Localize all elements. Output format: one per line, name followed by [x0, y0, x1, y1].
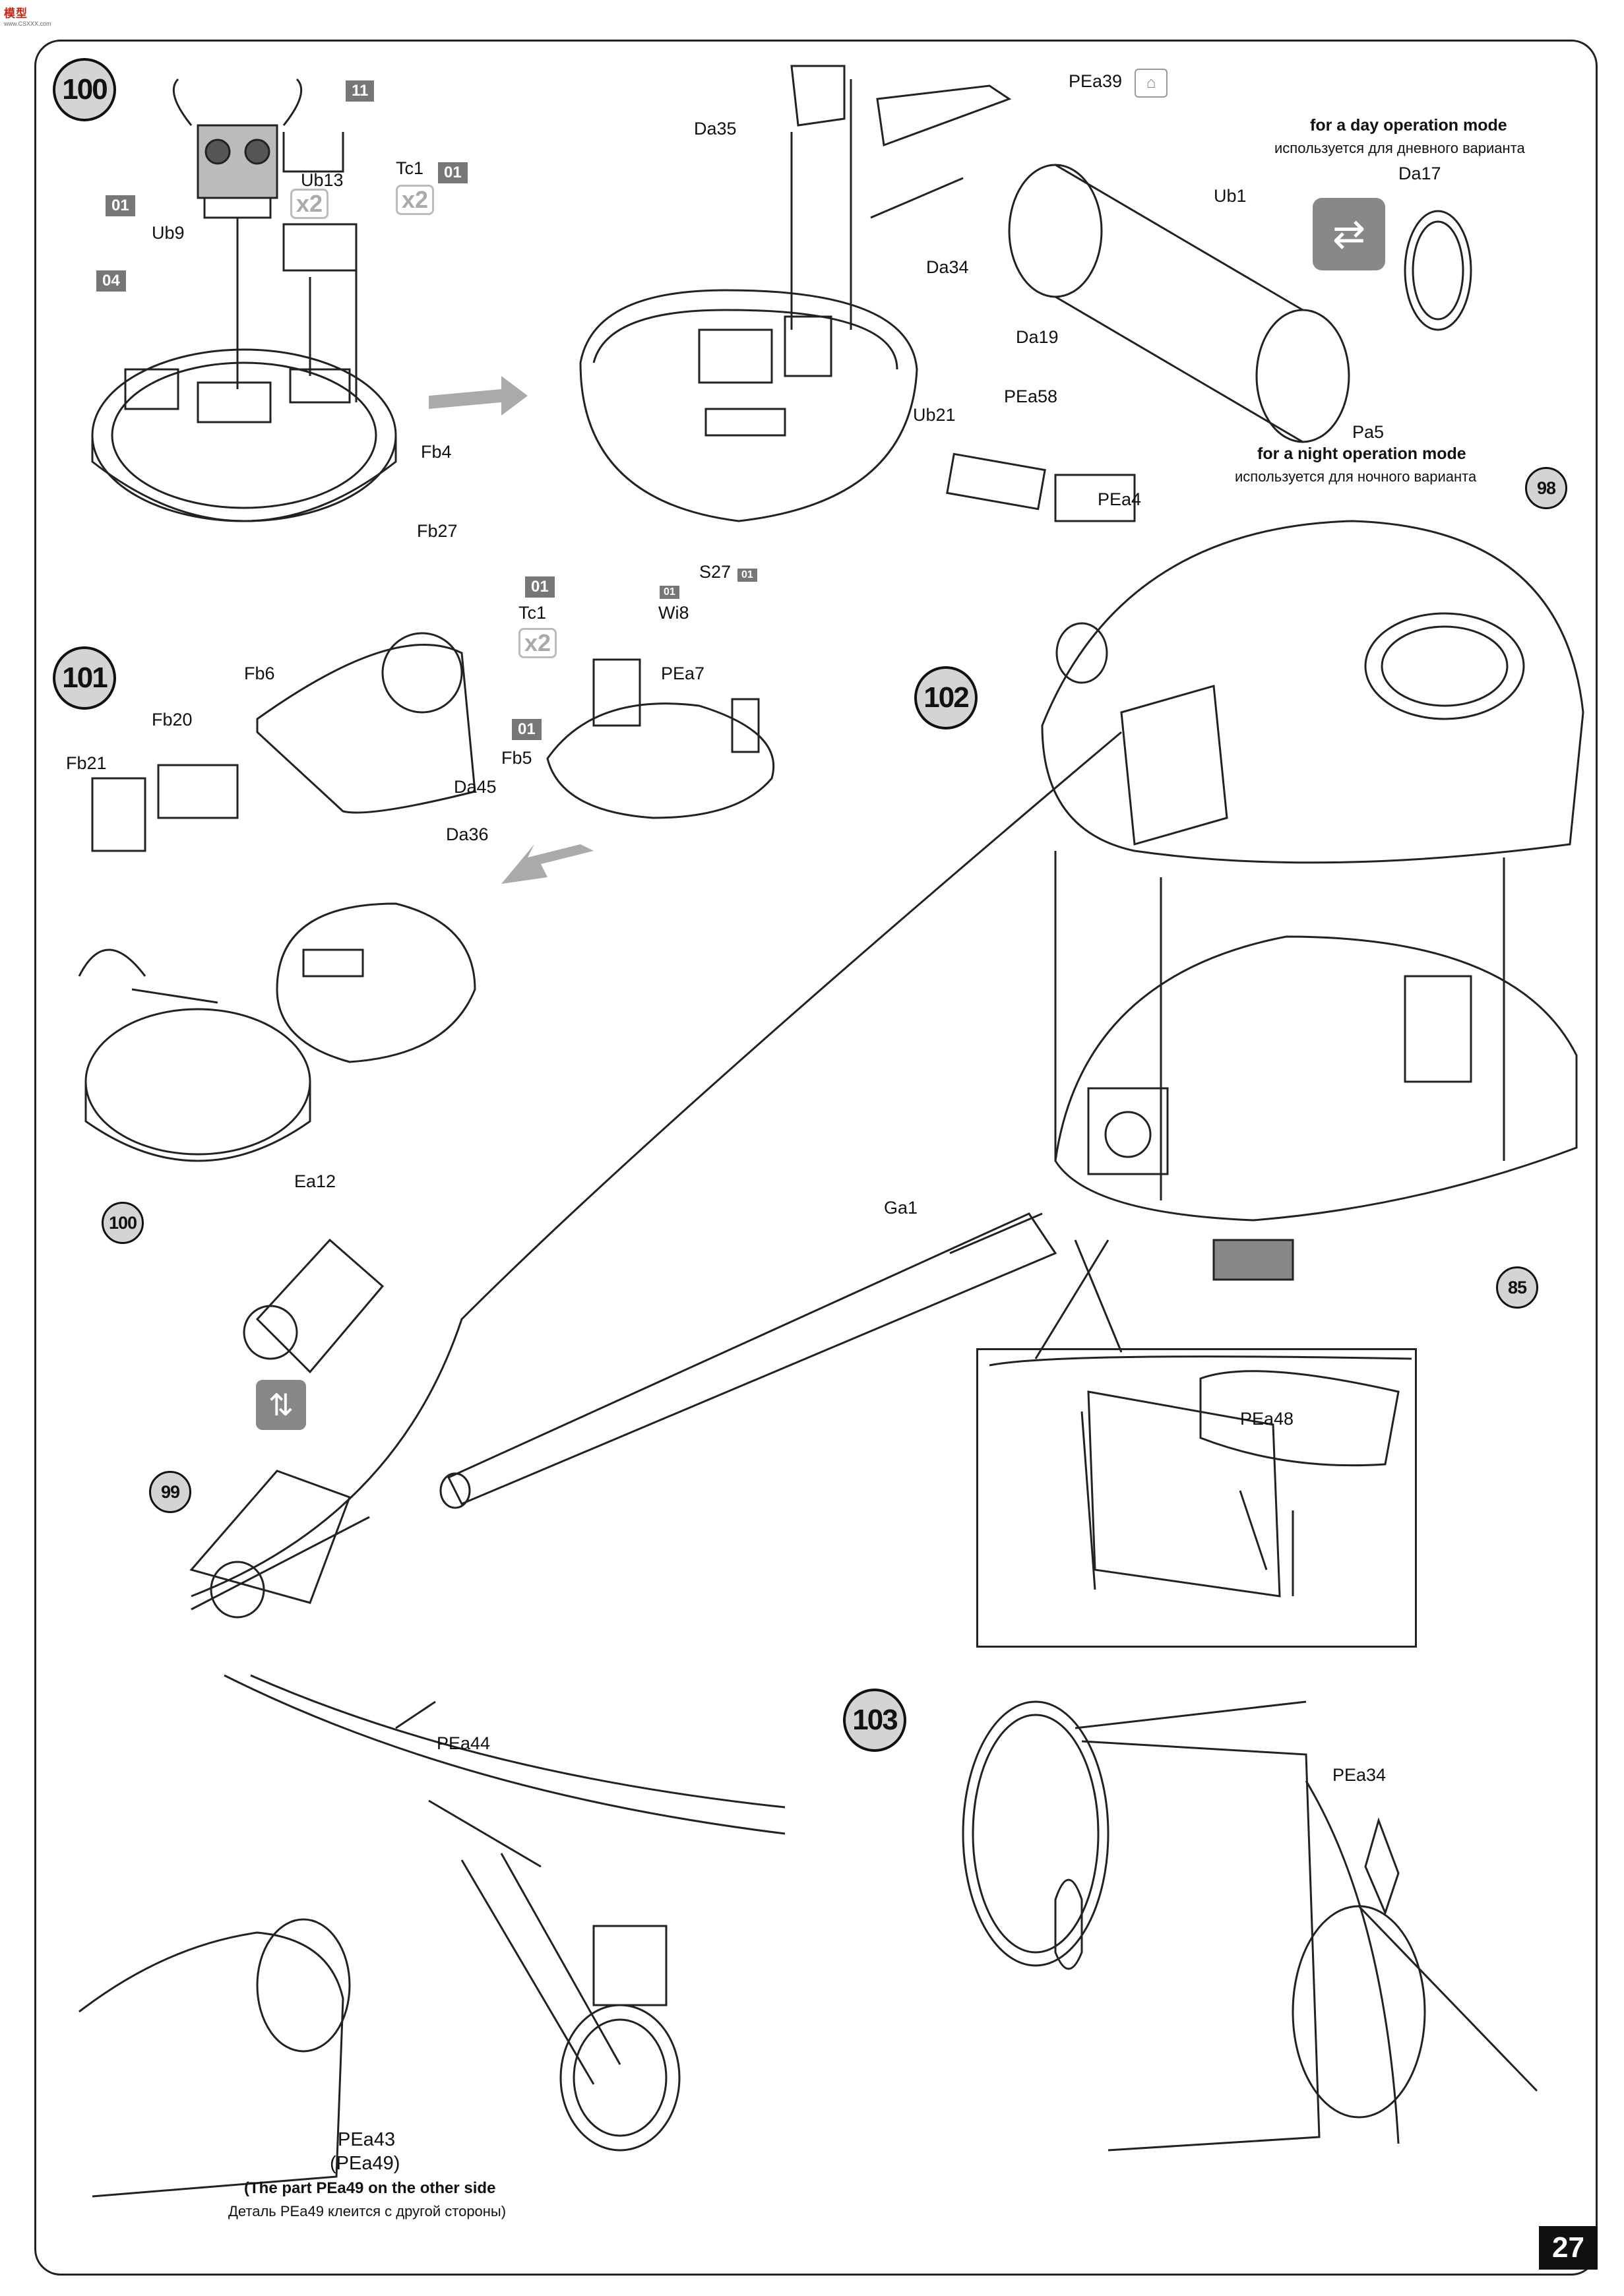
step100-ring-da17	[1404, 210, 1472, 331]
flip-icon: ⇅	[256, 1380, 306, 1430]
label-pea58: PEa58	[1004, 387, 1058, 406]
ref-step-99: 99	[149, 1471, 191, 1513]
step-number-100: 100	[53, 58, 116, 121]
step102-callout-lines	[1034, 1239, 1123, 1359]
flow-arrow-right	[429, 376, 528, 416]
label-ub21: Ub21	[913, 405, 956, 425]
step100-turret-half	[579, 289, 918, 522]
label-ub9: Ub9	[152, 223, 185, 243]
note-side-en: (The part PEa49 on the other side	[244, 2179, 496, 2197]
sprue-tag-01: 01	[438, 162, 468, 183]
step103-left-detail	[78, 1674, 786, 2198]
label-fb6: Fb6	[244, 664, 275, 683]
detail-panel-step102	[976, 1348, 1417, 1648]
ref-step-98: 98	[1525, 467, 1567, 509]
sprue-tag-01: 01	[525, 576, 555, 598]
note-night-en: for a night operation mode	[1257, 445, 1466, 463]
label-pea48: PEa48	[1240, 1409, 1294, 1429]
sprue-tag-01: 01	[106, 195, 135, 216]
label-ub13: Ub13	[301, 170, 344, 190]
site-logo: 模型 www.CSXXX.com	[4, 7, 51, 27]
ref-step-85: 85	[1496, 1266, 1538, 1309]
label-wi8: Wi8	[658, 603, 689, 623]
step-number-102: 102	[914, 666, 978, 729]
label-fb20: Fb20	[152, 710, 193, 729]
sprue-tag-01: 01	[737, 569, 757, 582]
quantity-x2: x2	[290, 189, 329, 219]
label-pea39: PEa39	[1069, 71, 1123, 91]
step102-barrel	[439, 1212, 1057, 1509]
step100-base-ring	[91, 348, 397, 522]
label-pea4: PEa4	[1098, 489, 1142, 509]
note-side-ru: Деталь PEa49 клеится с другой стороны)	[228, 2203, 507, 2219]
label-ea12: Ea12	[294, 1171, 336, 1191]
label-da19: Da19	[1016, 327, 1059, 347]
page-number: 27	[1539, 2226, 1598, 2270]
step103-right-detail	[962, 1700, 1538, 2152]
sprue-tag-01: 01	[512, 719, 542, 740]
label-ub1: Ub1	[1214, 186, 1247, 206]
step100-arrows	[236, 218, 358, 402]
ref-step-100: 100	[102, 1202, 144, 1244]
label-tc1: Tc1	[518, 603, 547, 623]
label-ga1: Ga1	[884, 1198, 918, 1218]
label-pea49: (PEa49)	[330, 2153, 400, 2174]
step102-turret-hull	[1054, 935, 1578, 1281]
step102-guide-line	[191, 731, 1122, 1598]
label-da45: Da45	[454, 777, 497, 797]
label-fb21: Fb21	[66, 753, 107, 773]
quantity-x2: x2	[518, 628, 557, 658]
label-s27: S27	[699, 562, 732, 582]
quantity-x2: x2	[396, 185, 435, 215]
step102-mantlet	[189, 1470, 370, 1619]
step-number-103: 103	[843, 1689, 906, 1752]
note-day-en: for a day operation mode	[1310, 116, 1507, 135]
label-fb5: Fb5	[501, 748, 532, 768]
step101-base	[78, 764, 311, 1162]
step102-detail-drawing	[989, 1355, 1412, 1598]
label-pa5: Pa5	[1352, 422, 1385, 442]
label-tc1: Tc1	[396, 158, 424, 178]
step101-small-ring	[546, 658, 775, 819]
label-pea7: PEa7	[661, 664, 705, 683]
note-day-ru: используется для дневного варианта	[1274, 140, 1525, 156]
step102-turret-top	[1041, 520, 1584, 864]
swap-icon: ⇄	[1313, 198, 1385, 270]
step101-cover	[256, 632, 476, 1063]
label-fb4: Fb4	[421, 442, 452, 462]
step100-seat	[172, 78, 303, 219]
sprue-tag-04: 04	[96, 270, 126, 292]
home-icon: ⌂	[1135, 69, 1168, 98]
step100-bracket	[790, 65, 1012, 330]
step100-pea58	[946, 452, 1136, 522]
sprue-tag-01: 01	[660, 586, 679, 599]
label-pea43: PEa43	[338, 2129, 396, 2150]
step-number-101: 101	[53, 646, 116, 710]
label-pea44: PEa44	[437, 1733, 491, 1753]
label-da17: Da17	[1398, 164, 1441, 183]
step102-arrows	[1054, 851, 1505, 1200]
step100-sight-tube	[870, 164, 1350, 443]
label-da35: Da35	[694, 119, 737, 139]
label-da34: Da34	[926, 257, 969, 277]
flow-arrow-left	[501, 844, 594, 884]
label-da36: Da36	[446, 824, 489, 844]
page-frame	[34, 40, 1598, 2276]
label-fb27: Fb27	[417, 521, 458, 541]
note-night-ru: используется для ночного варианта	[1235, 468, 1477, 485]
step101-ea12	[243, 1238, 385, 1374]
label-pea34: PEa34	[1332, 1765, 1387, 1785]
sprue-tag-11: 11	[346, 80, 375, 102]
